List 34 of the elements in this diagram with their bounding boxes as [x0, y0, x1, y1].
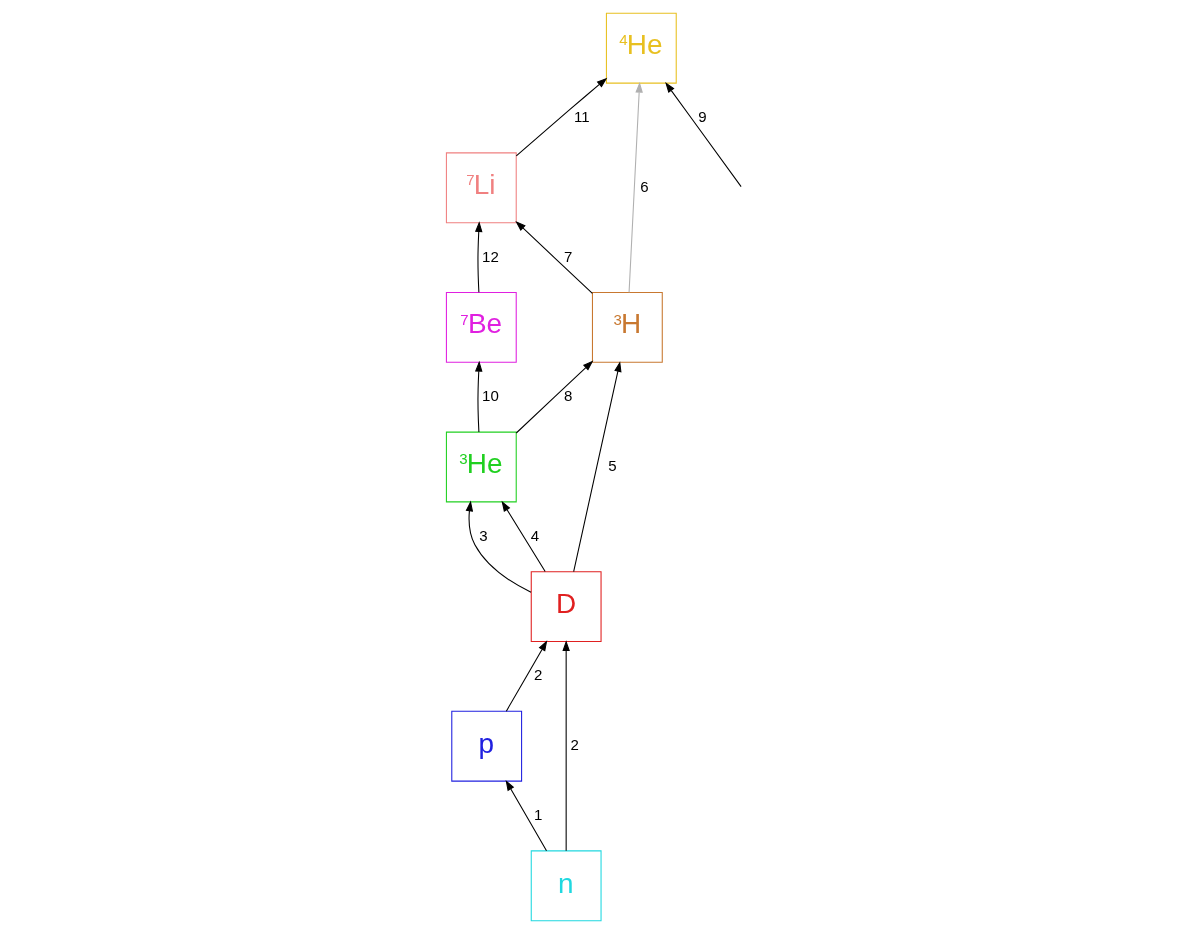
edge-label: 6 — [639, 177, 649, 195]
edge-label: 11 — [573, 107, 590, 125]
edge-label: 8 — [563, 386, 572, 404]
edge-label: 3 — [478, 526, 488, 544]
node-box: $^{7}$Li — [445, 151, 517, 223]
arrow — [514, 220, 593, 294]
edge-label: 5 — [607, 456, 617, 474]
edge-label: 4 — [530, 526, 539, 544]
arrow — [501, 500, 546, 572]
arrow — [561, 639, 570, 851]
node-box: p — [450, 710, 522, 782]
arrow — [515, 77, 607, 156]
arrow — [465, 500, 532, 593]
edge-label: 2 — [533, 665, 542, 683]
edge-label: 1 — [533, 805, 542, 823]
edge-label: 12 — [481, 247, 499, 265]
arrow — [505, 639, 547, 712]
node-box: n — [530, 849, 602, 921]
edge-label: 9 — [697, 107, 707, 125]
edge-label: 2 — [570, 735, 579, 753]
arrow — [515, 360, 593, 434]
node-box: $^{7}$Be — [445, 291, 517, 363]
arrow — [474, 220, 482, 293]
arrow — [628, 81, 643, 293]
arrow — [505, 779, 547, 851]
node-box: D — [530, 570, 602, 642]
node-box: $^{3}$H — [591, 291, 663, 363]
edge-label: 10 — [481, 386, 499, 404]
arrow — [664, 81, 742, 187]
node-box: $^{3}$He — [445, 431, 517, 502]
arrow — [474, 360, 482, 432]
node-box: $^{4}$He — [605, 12, 677, 84]
arrow — [572, 360, 621, 572]
edge-label: 7 — [563, 247, 572, 265]
